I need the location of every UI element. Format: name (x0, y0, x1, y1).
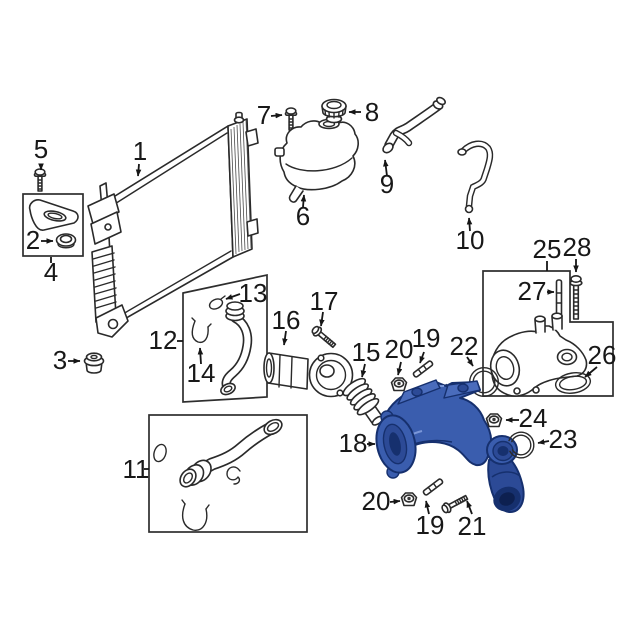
leader-15 (360, 363, 367, 378)
leader-17 (319, 311, 325, 327)
thermostat-housing (489, 312, 588, 397)
callout-3: 3 (53, 345, 67, 375)
reservoir-upper-hose (382, 96, 446, 154)
dowel-pin-19-upper (411, 359, 435, 379)
o-ring-23 (508, 431, 535, 459)
callout-6: 6 (296, 201, 310, 231)
hose-u-clip (181, 499, 210, 531)
leader-22 (466, 356, 474, 367)
callout-16: 16 (272, 305, 301, 335)
upper-hose-kit-box (182, 273, 268, 403)
leader-14 (197, 347, 204, 365)
callout-10: 10 (456, 225, 485, 255)
callout-14: 14 (187, 358, 216, 388)
leader-19b (424, 500, 431, 515)
water-crossover-tube-highlighted (375, 379, 525, 513)
radiator-hose (220, 301, 253, 396)
callout-18: 18 (339, 428, 368, 458)
spring-clip (226, 466, 241, 485)
callout-19a: 19 (412, 323, 441, 353)
long-bolt-28 (569, 274, 583, 320)
callout-7: 7 (257, 100, 271, 130)
callout-25: 25 (533, 234, 562, 264)
leader-19a (419, 351, 425, 364)
stud-boss-right (457, 383, 469, 393)
callout-8: 8 (365, 97, 379, 127)
callout-20a: 20 (385, 334, 414, 364)
callout-20b: 20 (362, 486, 391, 516)
radiator-mount-bolt (33, 168, 47, 192)
callout-26: 26 (588, 340, 617, 370)
lower-mount-grommet (83, 352, 105, 374)
callout-17: 17 (310, 286, 339, 316)
leader-21 (466, 500, 473, 515)
callout-9: 9 (380, 169, 394, 199)
leader-16 (282, 330, 288, 346)
leader-9 (383, 159, 389, 177)
callout-5: 5 (34, 134, 48, 164)
callout-28: 28 (563, 232, 592, 262)
callout-24: 24 (519, 403, 548, 433)
hex-nut-24 (485, 413, 503, 428)
lower-hose-kit-box (148, 414, 308, 533)
callout-22: 22 (450, 331, 479, 361)
leader-13 (225, 293, 241, 300)
water-inlet-connector (263, 352, 354, 398)
lower-radiator-hose (179, 418, 283, 488)
hex-nut-20-lower (400, 492, 418, 507)
leader-23 (537, 439, 550, 445)
hose-o-ring (153, 443, 167, 463)
leader-1 (135, 163, 142, 177)
callout-12: 12 (149, 325, 178, 355)
outlet-mouth-inner (499, 492, 515, 506)
hex-nut-20-upper (390, 377, 408, 392)
callout-19b: 19 (416, 510, 445, 540)
callout-4: 4 (44, 257, 58, 287)
callout-labels: 1 5 2 4 3 7 8 6 9 10 12 13 14 16 17 15 2… (26, 97, 617, 541)
thermostat (342, 377, 384, 426)
callout-2: 2 (26, 225, 40, 255)
leader-10 (466, 217, 473, 232)
callout-11: 11 (123, 454, 150, 484)
callout-27: 27 (518, 276, 547, 306)
left-flange-opening (389, 432, 401, 456)
leader-6 (300, 194, 307, 208)
leader-20a (396, 361, 403, 376)
dowel-pin-19-lower (421, 477, 445, 497)
coolant-reservoir (274, 118, 359, 203)
vent-hose (457, 140, 494, 214)
right-boss-opening (497, 446, 509, 456)
hose-clip-14 (191, 317, 212, 344)
leader-7 (270, 112, 283, 119)
callout-15: 15 (352, 337, 381, 367)
radiator-right-tank (227, 111, 259, 258)
leader-arrows (38, 109, 598, 515)
radiator-assembly (87, 111, 259, 338)
callout-23: 23 (549, 424, 578, 454)
stud-boss-left (411, 387, 423, 397)
callout-1: 1 (133, 136, 147, 166)
reservoir-bolt (284, 107, 298, 131)
leader-20b (389, 498, 401, 505)
callout-21: 21 (458, 511, 487, 541)
tube-band (491, 471, 521, 478)
small-o-ring-13 (208, 295, 226, 310)
housing-gasket-26 (554, 372, 592, 394)
mount-grommet-2 (55, 233, 77, 249)
thermostat-housing-kit-box (482, 270, 614, 397)
radiator-left-tank (87, 182, 129, 338)
mount-bracket (28, 199, 79, 231)
connector-bolt-17 (309, 323, 339, 351)
leader-26 (584, 366, 598, 378)
bracket-kit-box (22, 193, 84, 257)
callout-13: 13 (239, 278, 268, 308)
reservoir-cap (321, 98, 347, 124)
